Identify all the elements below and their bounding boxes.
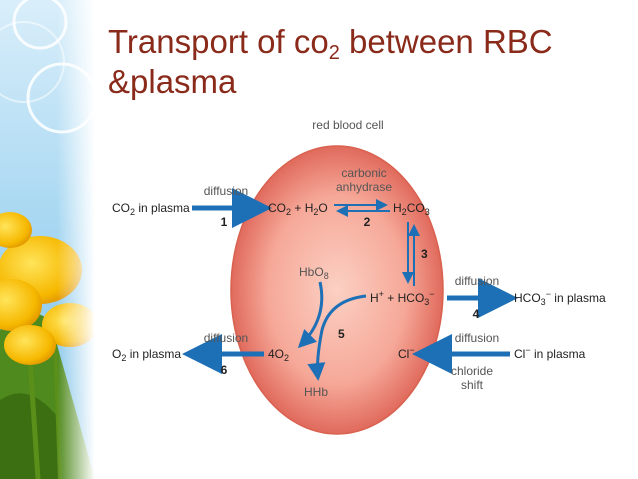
step-3: 3 (421, 247, 428, 261)
h2co3-label: H2CO3 (393, 201, 430, 217)
arrow-o2-release-5 (297, 281, 324, 349)
cell-label: red blood cell (312, 118, 383, 132)
diffusion-label-6: diffusion (204, 331, 248, 345)
flower-illustration (0, 0, 95, 479)
slide-title: Transport of co2 between RBC &plasma (108, 22, 628, 102)
decorative-flower-panel (0, 0, 95, 479)
red-blood-cell (230, 145, 444, 435)
step-4: 4 (473, 307, 480, 321)
h-hco3-label: H+ + HCO3− (370, 289, 435, 307)
step-6: 6 (221, 363, 228, 377)
cl-plasma-label: Cl− in plasma (514, 345, 586, 361)
step-5: 5 (338, 327, 345, 341)
hbo8-label: HbO8 (299, 265, 329, 281)
co2-h2o-label: CO2 + H2O (268, 201, 328, 217)
enzyme-label-line2: anhydrase (336, 180, 392, 194)
chloride-shift-line2: shift (461, 378, 484, 392)
title-text-rest: between RBC (339, 23, 553, 60)
diffusion-label-4: diffusion (455, 274, 499, 288)
chloride-shift-line1: chloride (451, 364, 493, 378)
o2-plasma-label: O2 in plasma (112, 347, 181, 363)
arrow-hhb-5 (307, 294, 367, 381)
step-1: 1 (221, 215, 228, 229)
step-2: 2 (364, 215, 371, 229)
hhb-label: HHb (304, 385, 328, 399)
diffusion-label-cl: diffusion (455, 331, 499, 345)
co2-plasma-label: CO2 in plasma (112, 201, 190, 217)
cl-inside-label: Cl− (398, 345, 415, 361)
title-text: Transport of co (108, 23, 329, 60)
title-line-2: &plasma (108, 63, 237, 100)
title-subscript: 2 (328, 42, 340, 64)
hco3-plasma-label: HCO3− in plasma (514, 289, 606, 307)
diffusion-label-1: diffusion (204, 184, 248, 198)
four-o2-label: 4O2 (268, 347, 289, 363)
enzyme-label-line1: carbonic (341, 166, 386, 180)
